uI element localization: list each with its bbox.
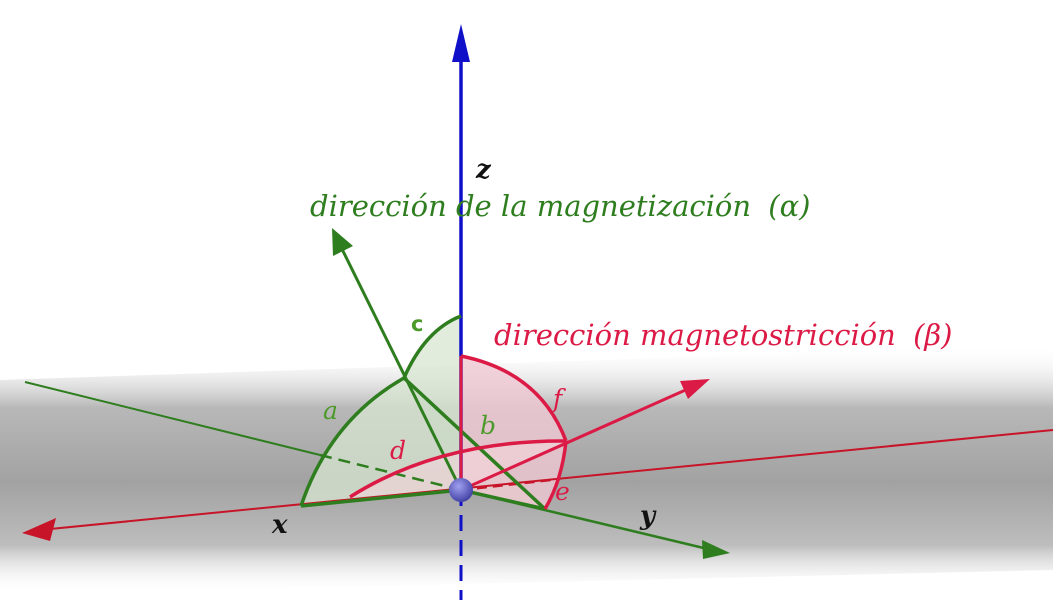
sector-edge-b — [402, 376, 547, 511]
arc-f — [460, 354, 568, 442]
y-axis — [24, 381, 321, 456]
sector-edge-x — [300, 488, 462, 508]
angle-e-label: e — [555, 477, 570, 506]
sector-edge-y — [460, 488, 546, 511]
angle-f-label: f — [551, 384, 566, 413]
magnetostriction-vector — [460, 386, 691, 492]
magnetization-symbol: (α) — [768, 189, 810, 223]
origin-point — [449, 478, 473, 502]
x-axis-arrowhead — [22, 518, 56, 541]
z-axis-arrowhead — [452, 24, 470, 62]
arc-d — [349, 439, 567, 499]
magnetization-vector — [339, 246, 463, 491]
magnetization-name: dirección de la magnetización — [310, 189, 751, 223]
magnetostriction-arrowhead — [680, 379, 710, 399]
arc-c — [402, 314, 462, 379]
magnetostriction-symbol: (β) — [913, 318, 952, 352]
angle-d-label: d — [390, 436, 406, 465]
angle-a-label: a — [323, 396, 338, 425]
y-axis-arrowhead — [702, 540, 730, 559]
y-axis-label: y — [639, 501, 657, 531]
angle-d-sector — [350, 440, 566, 497]
magnetization-arrowhead — [332, 228, 353, 256]
magnetostriction-label: dirección magnetostricción (β) — [494, 318, 952, 352]
angle-c-label: c — [411, 312, 423, 336]
z-axis-label: z — [475, 155, 492, 185]
x-axis-label: x — [271, 510, 288, 540]
x-axis-dashed — [460, 477, 561, 492]
arc-e — [543, 440, 568, 510]
angle-e-sector — [461, 441, 566, 509]
arc-a — [299, 376, 405, 507]
magnetostriction-name: dirección magnetostricción — [494, 318, 896, 352]
angle-b-label: b — [480, 411, 496, 440]
y-axis-dashed — [319, 453, 462, 492]
magnetization-label: dirección de la magnetización (α) — [310, 189, 810, 223]
